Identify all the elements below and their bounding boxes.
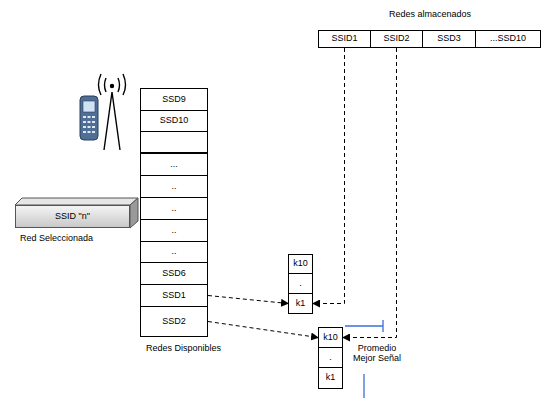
bracket-label: Promedio Mejor Señal <box>346 343 408 364</box>
node-text: SSD3 <box>437 34 461 44</box>
sample-cell: . <box>288 273 313 294</box>
node-text: SSID "n" <box>55 212 90 222</box>
node-text: k1 <box>296 299 306 309</box>
sample-cell: k10 <box>318 327 343 348</box>
node-text: SSD2 <box>162 317 186 327</box>
node-text: . <box>299 279 302 289</box>
node-text: SSD10 <box>160 116 189 126</box>
node-text: k10 <box>293 259 308 269</box>
dashed-connector <box>313 48 345 304</box>
stored-network: SSID1 <box>318 30 371 48</box>
dashed-connector <box>208 296 288 304</box>
empty-slot <box>141 132 208 153</box>
node-text: SSD1 <box>162 291 186 301</box>
stored-network: ...SSD10 <box>475 30 541 48</box>
available-network: SSD9 <box>140 88 208 111</box>
sample-cell: k1 <box>288 293 313 314</box>
node-text: SSD6 <box>162 269 186 279</box>
dashed-connector <box>208 322 318 338</box>
available-network: SSD10 <box>140 110 208 132</box>
bar-top <box>15 198 138 205</box>
node-text: k10 <box>323 333 338 343</box>
sample-cell: . <box>318 347 343 368</box>
available-network: SSD1 <box>140 284 208 307</box>
node-text: SSD9 <box>162 95 186 105</box>
selected-network: SSID "n" <box>15 205 130 228</box>
bar-side <box>130 198 138 228</box>
node-text: .. <box>171 182 176 192</box>
group-title: Redes almacenados <box>385 9 475 19</box>
node-text: . <box>329 353 332 363</box>
phone-icon <box>80 96 98 140</box>
node-text: ...SSD10 <box>490 34 526 44</box>
node-text: SSID2 <box>383 34 409 44</box>
stored-network: SSID2 <box>370 30 423 48</box>
sample-cell: k1 <box>318 367 343 389</box>
sample-cell: k10 <box>288 254 313 274</box>
caption-label: Red Seleccionada <box>20 233 130 243</box>
available-network: SSD6 <box>140 262 208 285</box>
available-network: .. <box>140 175 208 198</box>
available-network: SSD2 <box>140 306 208 337</box>
node-text: SSID1 <box>331 34 357 44</box>
stored-network: SSD3 <box>422 30 476 48</box>
available-network: .. <box>140 241 208 263</box>
node-text: .. <box>171 226 176 236</box>
node-text: .. <box>171 204 176 214</box>
dashed-connector <box>343 48 397 338</box>
antenna-icon <box>99 74 126 150</box>
group-title: Redes Disponibles <box>146 343 246 353</box>
node-text: k1 <box>326 373 336 383</box>
node-text: ... <box>170 160 178 170</box>
available-network: .. <box>140 219 208 242</box>
node-text: .. <box>171 247 176 257</box>
available-network: ... <box>140 153 208 176</box>
available-network: .. <box>140 197 208 220</box>
